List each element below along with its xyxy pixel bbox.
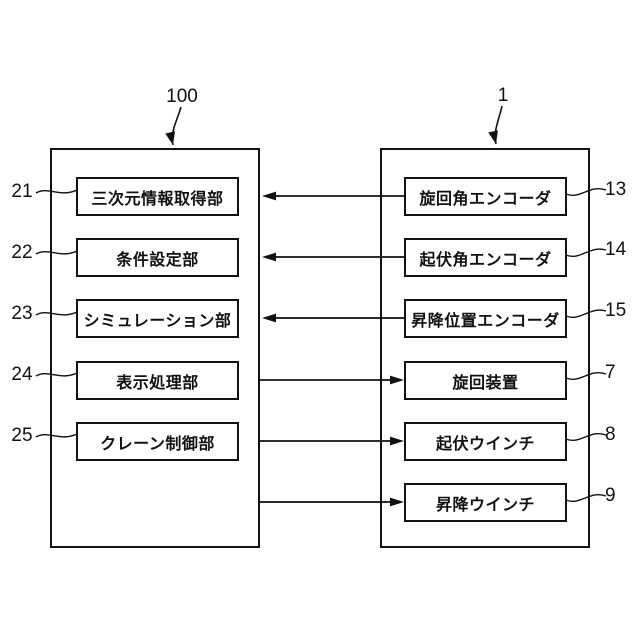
ref-label-15: 15 <box>605 300 627 321</box>
ref-label-25: 25 <box>11 425 33 446</box>
block-label: 旋回角エンコーダ <box>419 190 552 208</box>
ref-label-23: 23 <box>11 303 33 324</box>
block-luffing-winch: 起伏ウインチ <box>404 422 567 461</box>
block-label: クレーン制御部 <box>100 435 215 453</box>
block-label: 昇降ウインチ <box>435 496 535 514</box>
block-swing-device: 旋回装置 <box>404 361 567 400</box>
ref-label-7: 7 <box>605 362 616 383</box>
group-label-1: 1 <box>497 85 509 106</box>
ref-label-14: 14 <box>605 239 627 260</box>
block-luffing-angle-encoder: 起伏角エンコーダ <box>404 238 567 277</box>
ref-label-9: 9 <box>605 485 616 506</box>
ref-label-22: 22 <box>11 242 33 263</box>
block-hoist-winch: 昇降ウインチ <box>404 483 567 522</box>
block-simulation: シミュレーション部 <box>76 299 239 338</box>
block-3d-info-acquisition: 三次元情報取得部 <box>76 177 239 216</box>
block-swing-angle-encoder: 旋回角エンコーダ <box>404 177 567 216</box>
block-label: 三次元情報取得部 <box>91 190 224 208</box>
block-condition-setting: 条件設定部 <box>76 238 239 277</box>
block-label: 昇降位置エンコーダ <box>411 312 560 330</box>
block-display-processing: 表示処理部 <box>76 361 239 400</box>
block-label: 条件設定部 <box>116 251 199 269</box>
crane-unit-outline <box>380 148 590 548</box>
block-label: 表示処理部 <box>116 374 199 392</box>
ref-label-8: 8 <box>605 424 616 445</box>
block-crane-control: クレーン制御部 <box>76 422 239 461</box>
controller-unit-outline <box>50 148 260 548</box>
ref-label-13: 13 <box>605 179 627 200</box>
label-arrow-100 <box>165 106 182 146</box>
block-label: 旋回装置 <box>452 374 519 392</box>
group-label-100: 100 <box>166 86 198 107</box>
block-label: 起伏ウインチ <box>435 435 535 453</box>
block-label: シミュレーション部 <box>83 312 232 330</box>
block-label: 起伏角エンコーダ <box>419 251 552 269</box>
ref-label-24: 24 <box>11 364 33 385</box>
label-arrow-1 <box>488 105 503 145</box>
ref-label-21: 21 <box>11 181 33 202</box>
block-hoist-position-encoder: 昇降位置エンコーダ <box>404 299 567 338</box>
